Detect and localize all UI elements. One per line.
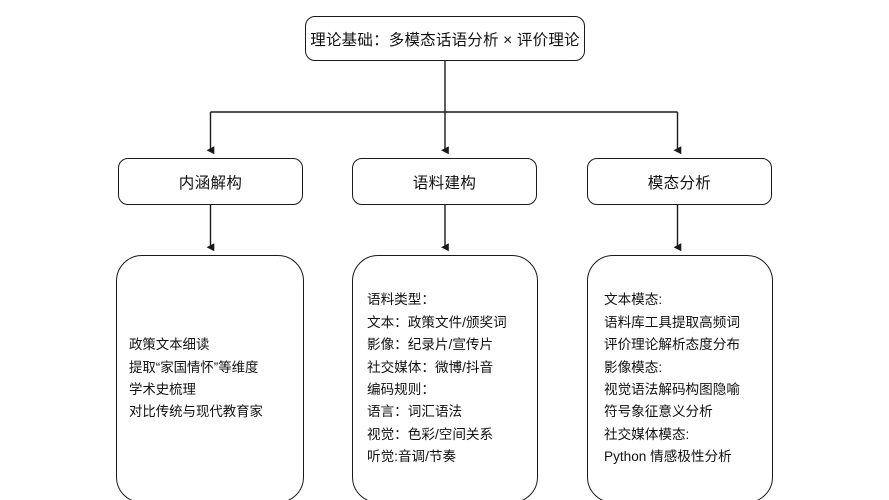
- detail-line: 社交媒体：微博/抖音: [367, 359, 494, 375]
- detail-line: Python 情感极性分析: [604, 449, 732, 465]
- node-stage-connotation-deconstruction[interactable]: 内涵解构: [118, 158, 303, 205]
- detail-line: 影像：纪录片/宣传片: [367, 337, 494, 353]
- node-stage-connotation-deconstruction-label: 内涵解构: [178, 174, 243, 192]
- detail-line: 符号象征意义分析: [604, 404, 713, 420]
- detail-line: 政策文本细读: [129, 337, 210, 353]
- detail-line: 影像模态:: [604, 359, 663, 375]
- detail-line: 提取“家国情怀”等维度: [129, 359, 259, 375]
- node-stage-modality-analysis-label: 模态分析: [647, 174, 712, 192]
- detail-line: 语料库工具提取高频词: [604, 314, 740, 330]
- detail-line: 听觉:音调/节奏: [367, 449, 457, 465]
- detail-line: 文本模态:: [604, 292, 663, 308]
- detail-line: 视觉：色彩/空间关系: [367, 426, 494, 442]
- detail-line-list: 文本模态: 语料库工具提取高频词 评价理论解析态度分布 影像模态: 视觉语法解码…: [600, 289, 772, 468]
- detail-line: 评价理论解析态度分布: [604, 337, 740, 353]
- detail-line: 文本：政策文件/颁奖词: [367, 314, 507, 330]
- node-theoretical-foundation-label: 理论基础：多模态话语分析 × 评价理论: [310, 31, 580, 49]
- node-detail-connotation-deconstruction[interactable]: 政策文本细读 提取“家国情怀”等维度 学术史梳理 对比传统与现代教育家: [116, 255, 304, 500]
- detail-line: 社交媒体模态:: [604, 426, 690, 442]
- detail-line: 语言：词汇语法: [367, 404, 463, 420]
- detail-line-list: 政策文本细读 提取“家国情怀”等维度 学术史梳理 对比传统与现代教育家: [129, 334, 303, 424]
- node-detail-corpus-construction[interactable]: 语料类型： 文本：政策文件/颁奖词 影像：纪录片/宣传片 社交媒体：微博/抖音 …: [352, 255, 538, 500]
- detail-line-list: 语料类型： 文本：政策文件/颁奖词 影像：纪录片/宣传片 社交媒体：微博/抖音 …: [365, 289, 537, 468]
- detail-line: 学术史梳理: [129, 382, 196, 397]
- detail-line: 视觉语法解码构图隐喻: [604, 382, 740, 397]
- node-stage-corpus-construction-label: 语料建构: [412, 174, 477, 192]
- detail-line: 对比传统与现代教育家: [129, 404, 263, 420]
- detail-line: 语料类型：: [367, 292, 435, 308]
- node-theoretical-foundation[interactable]: 理论基础：多模态话语分析 × 评价理论: [305, 16, 585, 61]
- detail-line: 编码规则：: [367, 382, 435, 397]
- node-detail-modality-analysis[interactable]: 文本模态: 语料库工具提取高频词 评价理论解析态度分布 影像模态: 视觉语法解码…: [587, 255, 773, 500]
- node-stage-corpus-construction[interactable]: 语料建构: [352, 158, 537, 205]
- node-stage-modality-analysis[interactable]: 模态分析: [587, 158, 772, 205]
